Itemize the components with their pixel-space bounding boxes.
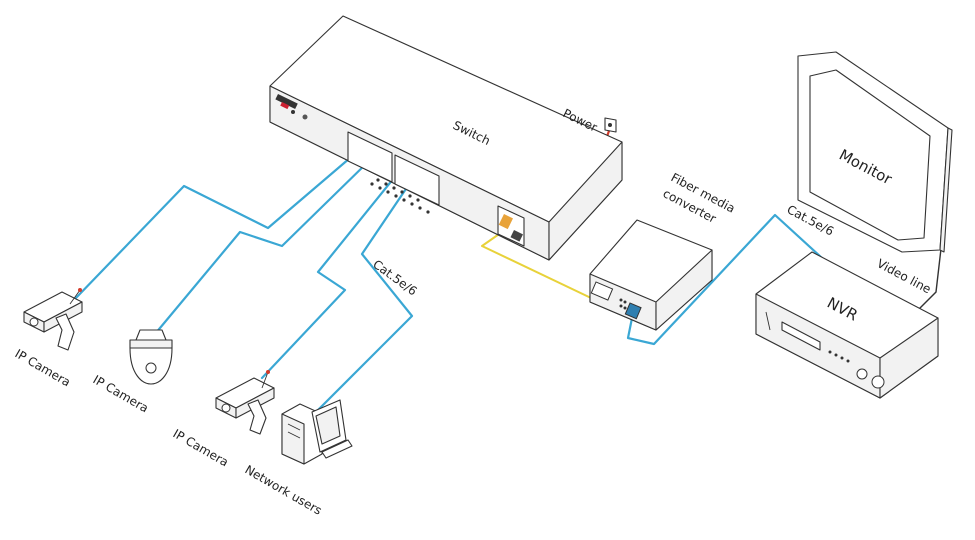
cable-ipcam1 [72, 150, 359, 302]
cable-group [72, 126, 949, 414]
nvr-device: NVR [755, 251, 939, 399]
ip-camera-3-label: IP Camera [171, 426, 231, 469]
cable-ipcam2 [153, 156, 374, 336]
cat-label-left: Cat.5e/6 [370, 257, 419, 298]
ip-camera-3: IP Camera [171, 370, 275, 469]
ip-camera-1-label: IP Camera [13, 346, 73, 389]
cable-converter-nvr [626, 213, 824, 346]
network-users-label: Network users [243, 462, 325, 517]
cable-fiber [481, 231, 613, 309]
monitor-device: Monitor [797, 51, 953, 253]
vent-dots [370, 178, 430, 214]
cable-ipcam3 [260, 166, 404, 380]
ip-camera-1: IP Camera [13, 288, 83, 389]
fiber-converter-device: Fiber media converter [589, 170, 737, 331]
switch-device: Switch [269, 15, 623, 261]
cable-network-user [314, 172, 418, 414]
ip-camera-2: IP Camera [91, 329, 173, 415]
